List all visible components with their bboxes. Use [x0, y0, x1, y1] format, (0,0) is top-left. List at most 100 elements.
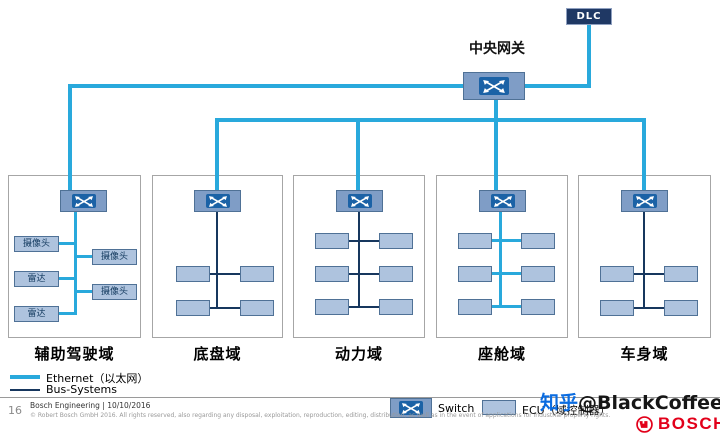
ecu-label: 摄像头 [22, 238, 50, 249]
ethernet-line [68, 84, 463, 88]
dlc-box: DLC [566, 8, 612, 25]
ecu-box [240, 300, 274, 316]
gateway-switch-icon [463, 72, 525, 100]
domain-label-body: 车身域 [620, 345, 669, 363]
bus-line [210, 273, 216, 275]
ethernet-line [68, 88, 72, 192]
domain-label-chassis: 底盘域 [193, 345, 242, 363]
ecu-box [600, 266, 634, 282]
ecu-label: 摄像头 [100, 251, 128, 262]
bosch-logo: BOSCH [636, 414, 720, 434]
bus-line [218, 307, 240, 309]
ecu-box [521, 233, 555, 249]
ecu-box [379, 233, 413, 249]
watermark: 知乎@BlackCoffee [540, 388, 720, 415]
ecu-camera: 摄像头 [92, 249, 137, 265]
bosch-logo-text: BOSCH [658, 414, 720, 433]
ethernet-line [59, 242, 74, 245]
switch-icon [479, 190, 526, 212]
bosch-logo-symbol [636, 415, 653, 433]
ethernet-line [59, 277, 74, 280]
bus-line [210, 307, 216, 309]
ecu-box [458, 299, 492, 315]
ecu-label: 雷达 [27, 273, 46, 284]
switch-icon [621, 190, 668, 212]
ecu-box [600, 300, 634, 316]
ethernet-line [502, 305, 521, 308]
ecu-radar: 雷达 [14, 306, 59, 322]
ecu-box [458, 266, 492, 282]
ethernet-line [77, 290, 92, 293]
ethernet-line [525, 84, 591, 88]
ecu-box [315, 266, 349, 282]
switch-icon [194, 190, 241, 212]
ethernet-legend-swatch [10, 375, 40, 379]
ethernet-line [492, 272, 499, 275]
ecu-box [664, 300, 698, 316]
ecu-label: 雷达 [27, 308, 46, 319]
ethernet-line [502, 239, 521, 242]
ethernet-line [587, 25, 591, 88]
bus-line [645, 273, 664, 275]
bus-line [349, 240, 358, 242]
ethernet-line [59, 312, 74, 315]
ecu-box [379, 266, 413, 282]
bus-legend-swatch [10, 389, 40, 391]
bus-line [216, 212, 218, 309]
bus-line [349, 273, 358, 275]
watermark-brand: 知乎 [540, 392, 579, 414]
ecu-legend-icon [482, 400, 516, 415]
bus-line [634, 273, 643, 275]
switch-icon [60, 190, 107, 212]
ecu-box [379, 299, 413, 315]
dlc-label: DLC [576, 11, 602, 22]
ethernet-line [492, 239, 499, 242]
ecu-box [521, 299, 555, 315]
ecu-box [664, 266, 698, 282]
watermark-handle: @BlackCoffee [578, 392, 720, 414]
ecu-legend-label: ECU（域控制器） [522, 404, 611, 417]
ecu-box [521, 266, 555, 282]
ecu-camera: 摄像头 [92, 284, 137, 300]
ecu-radar: 雷达 [14, 271, 59, 287]
domain-label-cockpit: 座舱域 [477, 345, 526, 363]
bus-line [360, 273, 379, 275]
ethernet-line [74, 212, 77, 315]
bus-line [645, 307, 664, 309]
ethernet-line [77, 255, 92, 258]
ethernet-line [356, 122, 360, 192]
switch-legend-label: Switch [438, 402, 475, 415]
ethernet-line [215, 122, 219, 192]
ecu-box [315, 233, 349, 249]
ecu-box [176, 300, 210, 316]
bus-line [360, 240, 379, 242]
ethernet-line [215, 118, 646, 122]
bus-line [349, 306, 358, 308]
ethernet-line [499, 212, 502, 308]
bus-line [360, 306, 379, 308]
gateway-label: 中央网关 [469, 41, 525, 57]
bus-line [643, 212, 645, 309]
switch-icon [336, 190, 383, 212]
bus-line [634, 307, 643, 309]
bus-legend-label: Bus-Systems [46, 383, 117, 396]
page-number: 16 [8, 404, 22, 417]
ecu-box [176, 266, 210, 282]
switch-legend-icon [390, 398, 432, 418]
footer-copyright: © Robert Bosch GmbH 2016. All rights res… [30, 412, 611, 419]
ethernet-legend-label: Ethernet（以太网） [46, 372, 149, 385]
domain-label-adas: 辅助驾驶域 [34, 345, 115, 363]
bus-line [358, 212, 360, 308]
domain-label-powertrain: 动力域 [334, 345, 383, 363]
ecu-box [458, 233, 492, 249]
ecu-box [315, 299, 349, 315]
ecu-box [240, 266, 274, 282]
ecu-label: 摄像头 [100, 286, 128, 297]
bus-line [218, 273, 240, 275]
ethernet-line [492, 305, 499, 308]
footer-title: Bosch Engineering | 10/10/2016 [30, 401, 151, 410]
ethernet-line [502, 272, 521, 275]
ethernet-line [494, 100, 498, 192]
ethernet-line [642, 122, 646, 192]
